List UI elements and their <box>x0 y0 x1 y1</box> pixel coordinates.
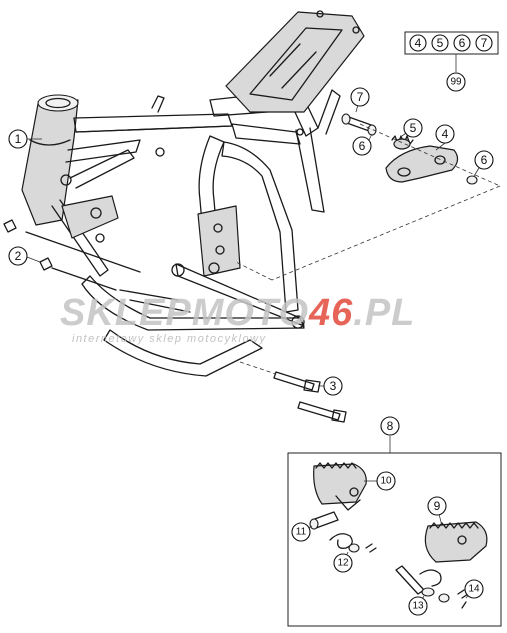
kit-items-box <box>404 31 499 55</box>
callout-10: 10 <box>376 471 396 491</box>
callout-12: 12 <box>333 553 353 573</box>
callout-1: 1 <box>8 129 28 149</box>
watermark-brand-part2: MOTO <box>192 292 309 334</box>
svg-text:14: 14 <box>468 584 480 595</box>
callout-8: 8 <box>380 416 400 436</box>
svg-text:11: 11 <box>296 527 307 538</box>
svg-text:8: 8 <box>387 419 394 433</box>
svg-text:3: 3 <box>330 379 337 393</box>
watermark: SKLEPMOTO46.PL internetowy sklep motocyk… <box>60 292 415 345</box>
svg-text:1: 1 <box>15 132 22 146</box>
callout-13: 13 <box>408 596 428 616</box>
svg-text:5: 5 <box>410 121 417 135</box>
svg-text:99: 99 <box>450 77 462 88</box>
watermark-brand-part4: .PL <box>353 292 415 334</box>
kit-box: 4 5 6 7 99 <box>404 31 499 92</box>
callout-2: 2 <box>8 246 28 266</box>
callout-7: 7 <box>350 87 370 107</box>
svg-text:10: 10 <box>380 476 392 487</box>
svg-text:9: 9 <box>434 499 441 513</box>
svg-text:SKLEPMOTO46.PL: SKLEPMOTO46.PL <box>60 292 415 334</box>
callout-14: 14 <box>464 579 484 599</box>
kit-number-99: 99 <box>446 72 466 92</box>
frame-assembly <box>21 10 365 377</box>
svg-text:12: 12 <box>337 558 349 569</box>
callout-11: 11 <box>291 522 311 542</box>
callout-4: 4 <box>435 124 455 144</box>
svg-text:7: 7 <box>481 36 488 50</box>
svg-text:6: 6 <box>481 153 488 167</box>
kit-item-5: 5 <box>431 34 449 52</box>
callout-6-right: 6 <box>474 150 494 170</box>
callout-3: 3 <box>323 376 343 396</box>
svg-text:2: 2 <box>15 249 22 263</box>
side-stand-parts <box>235 113 501 281</box>
kit-item-6: 6 <box>453 34 471 52</box>
kit-item-7: 7 <box>475 34 493 52</box>
watermark-brand-part3: 46 <box>308 292 353 334</box>
footpeg-kit <box>287 452 502 627</box>
svg-text:6: 6 <box>359 139 366 153</box>
watermark-tagline: internetowy sklep motocyklowy <box>72 333 267 345</box>
svg-text:5: 5 <box>437 36 444 50</box>
callout-9: 9 <box>427 496 447 516</box>
svg-text:7: 7 <box>357 90 364 104</box>
kit-item-4: 4 <box>409 34 427 52</box>
callout-5: 5 <box>403 118 423 138</box>
mounting-bolts <box>3 219 347 423</box>
svg-text:6: 6 <box>459 36 466 50</box>
watermark-brand-part1: SKLEP <box>60 292 192 334</box>
footpeg-kit-box <box>287 452 502 627</box>
callout-6-left: 6 <box>352 136 372 156</box>
svg-text:4: 4 <box>415 36 422 50</box>
svg-text:13: 13 <box>412 601 424 612</box>
svg-text:4: 4 <box>442 127 449 141</box>
